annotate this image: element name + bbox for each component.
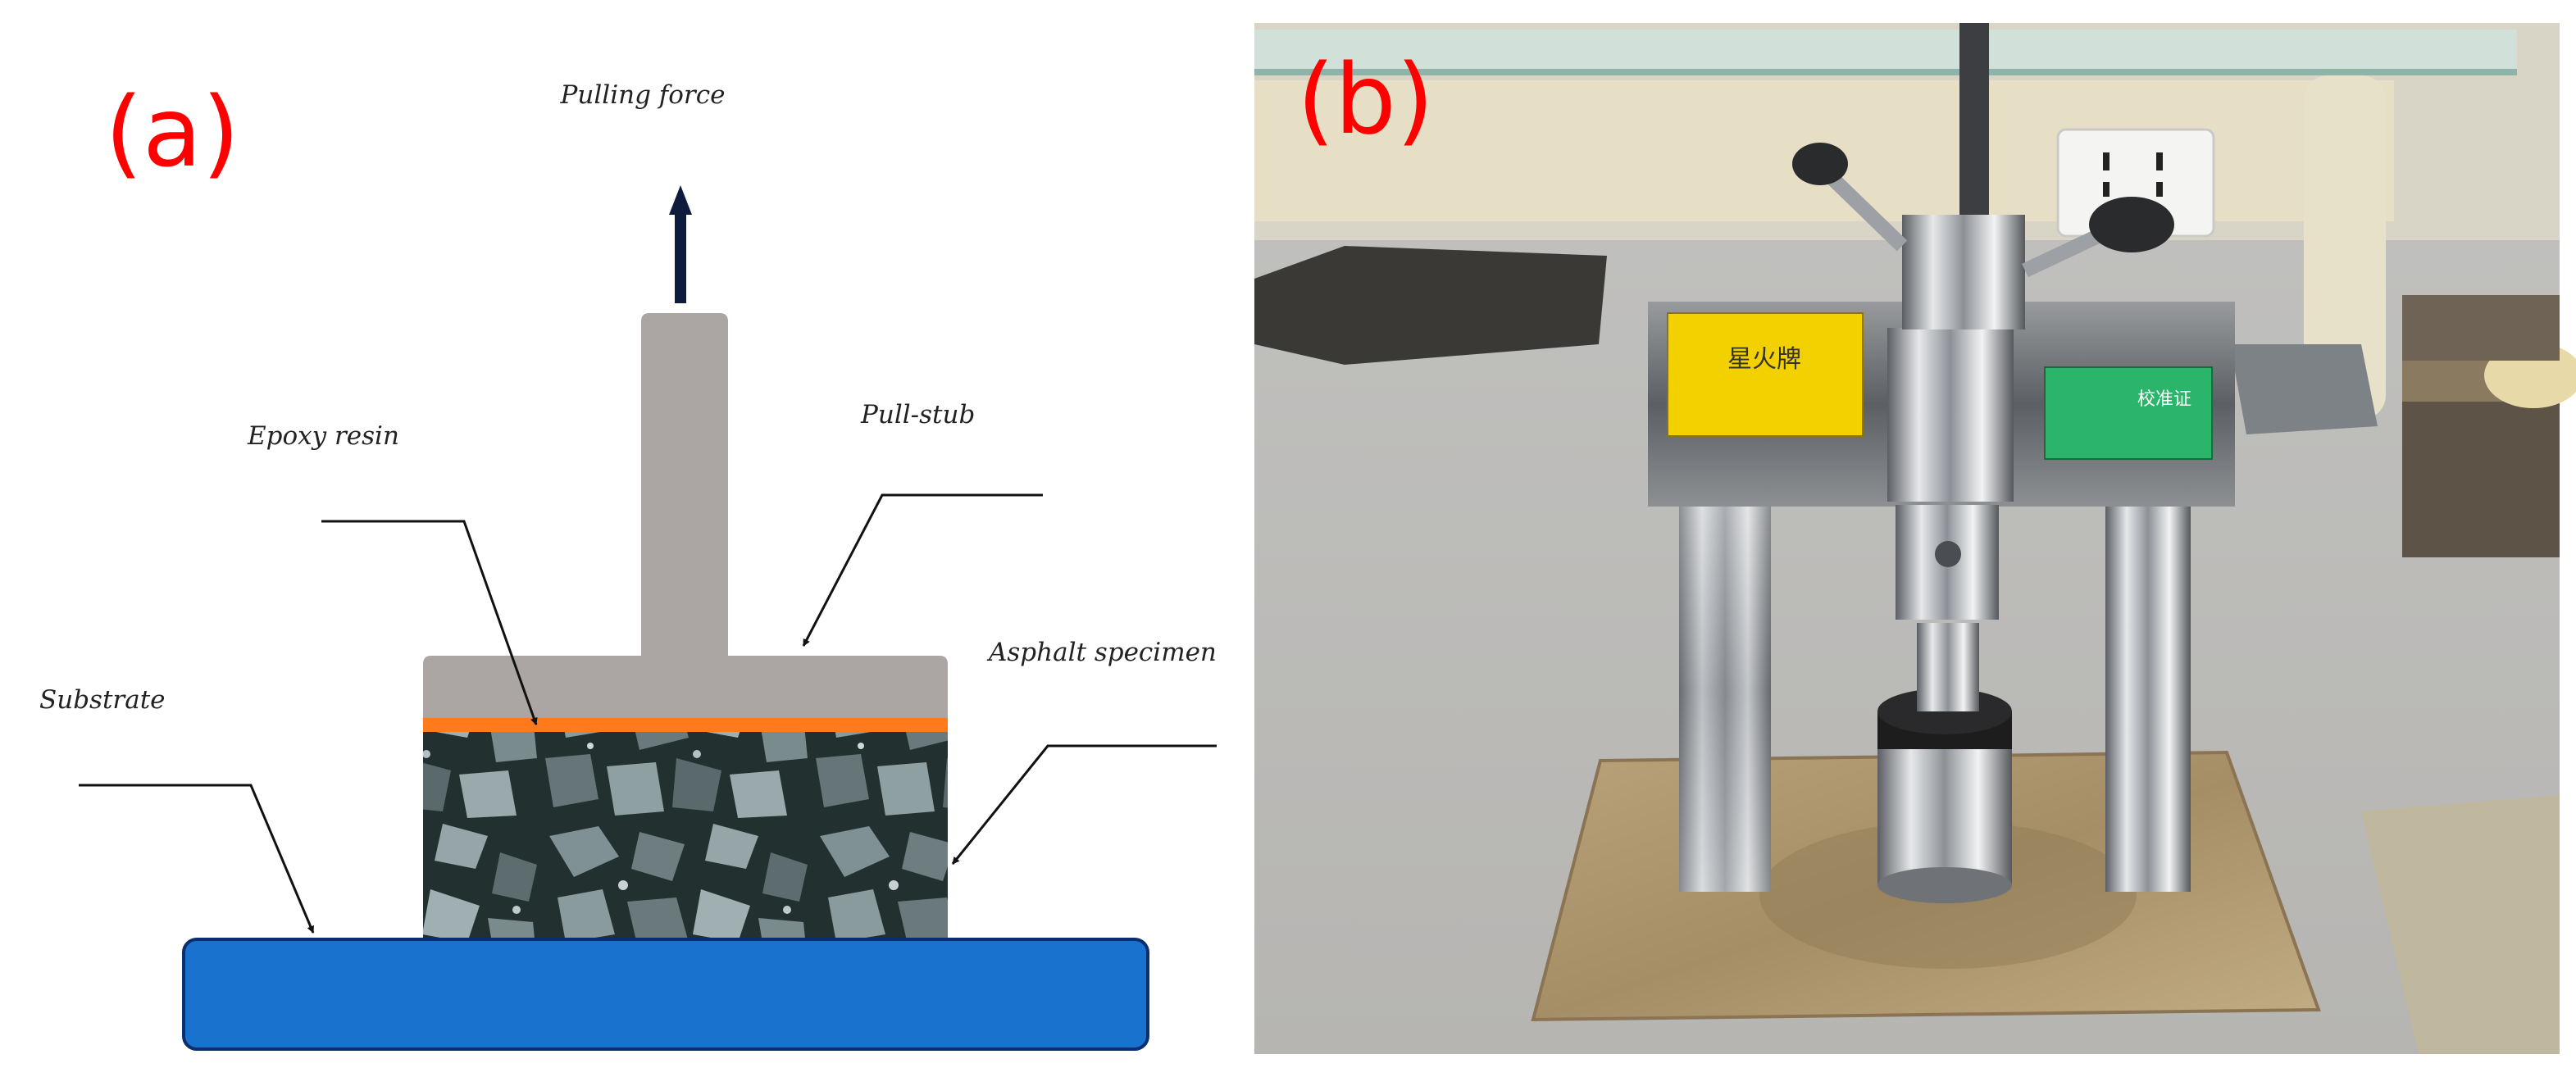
asphalt-specimen-leader bbox=[951, 744, 1217, 865]
pull-stub-leader bbox=[802, 493, 1043, 647]
asphalt-specimen-label: Asphalt specimen bbox=[986, 638, 1217, 667]
asphalt-specimen bbox=[423, 732, 948, 938]
pull-stub-label: Pull-stub bbox=[860, 400, 975, 429]
aggregate-trays bbox=[2230, 295, 2576, 557]
substrate-label: Substrate bbox=[39, 685, 166, 715]
pulling-force-arrow bbox=[669, 185, 692, 303]
epoxy-resin-leader bbox=[321, 520, 538, 725]
substrate-block bbox=[182, 938, 1149, 1051]
epoxy-resin-label: Epoxy resin bbox=[247, 421, 399, 451]
coupler bbox=[1917, 623, 1979, 711]
frame-left-leg bbox=[1679, 492, 1771, 892]
specimen-pull-stub bbox=[1877, 688, 2012, 903]
calibration-plate: 校准证 bbox=[2044, 366, 2213, 460]
substrate-leader bbox=[79, 784, 315, 934]
rack-leg bbox=[2304, 75, 2386, 420]
panel-a: (a) Pulling force Pull-stub Epoxy resin … bbox=[39, 75, 1217, 1051]
glass-shelf-edge bbox=[1254, 69, 2517, 75]
panel-a-letter: (a) bbox=[105, 75, 239, 189]
epoxy-resin-layer bbox=[423, 718, 948, 732]
device-name-text: 星火牌 bbox=[1727, 345, 1801, 374]
dark-tray bbox=[1254, 246, 1607, 365]
panel-b-letter: (b) bbox=[1297, 43, 1434, 156]
panel-b-photo: 星火牌 校准证 (b) bbox=[1254, 23, 2576, 1054]
side-plate bbox=[2361, 795, 2560, 1054]
handwheel-hub bbox=[1902, 215, 2025, 329]
lead-screw bbox=[1959, 23, 1989, 220]
glass-shelf bbox=[1254, 30, 2517, 75]
calibration-text: 校准证 bbox=[2137, 389, 2191, 410]
pull-stub bbox=[423, 313, 948, 718]
load-cell-housing bbox=[1887, 328, 2014, 502]
device-name-plate: 星火牌 bbox=[1667, 312, 1864, 437]
pulling-force-label: Pulling force bbox=[560, 80, 726, 110]
frame-right-leg bbox=[2105, 492, 2191, 892]
